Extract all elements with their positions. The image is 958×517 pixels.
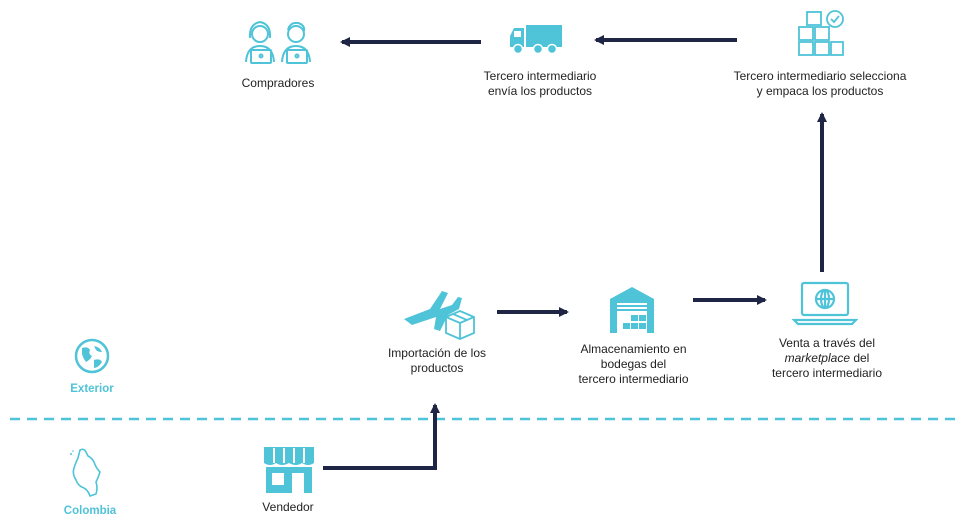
region-exterior-label: Exterior xyxy=(70,383,114,395)
node-importacion: Importación de los productos xyxy=(372,346,502,376)
plane-box-icon xyxy=(404,291,475,340)
region-colombia-label: Colombia xyxy=(63,505,117,517)
venta-line2-rest: del xyxy=(850,351,870,365)
node-vendedor: Vendedor xyxy=(238,500,338,515)
venta-line3: tercero intermediario xyxy=(771,366,883,380)
node-almacenamiento: Almacenamiento en bodegas del tercero in… xyxy=(566,342,701,387)
compradores-label: Compradores xyxy=(241,76,315,90)
node-selecciona: Tercero intermediario selecciona y empac… xyxy=(705,69,935,99)
node-compradores: Compradores xyxy=(218,76,338,91)
venta-line1: Venta a través del xyxy=(778,336,876,350)
envia-line2: envía los productos xyxy=(487,84,593,98)
node-envia: Tercero intermediario envía los producto… xyxy=(460,69,620,99)
selecciona-line1: Tercero intermediario selecciona xyxy=(733,69,907,83)
arrow-vendedor-importacion xyxy=(323,403,440,470)
almacenamiento-line2: bodegas del xyxy=(600,357,667,371)
boxes-check-icon xyxy=(798,10,844,56)
venta-marketplace: marketplace xyxy=(784,351,850,365)
colombia-map-icon xyxy=(70,448,101,498)
truck-icon xyxy=(510,25,562,55)
venta-line2: marketplace del xyxy=(752,351,902,366)
envia-line1: Tercero intermediario xyxy=(483,69,597,83)
almacenamiento-line1: Almacenamiento en xyxy=(580,342,687,356)
importacion-line1: Importación de los xyxy=(387,346,487,360)
selecciona-line2: y empaca los productos xyxy=(756,84,884,98)
almacenamiento-line3: tercero intermediario xyxy=(578,372,689,386)
buyers-icon xyxy=(245,20,311,64)
importacion-line2: productos xyxy=(410,361,464,375)
store-icon xyxy=(264,447,314,493)
laptop-globe-icon xyxy=(792,281,858,326)
warehouse-icon xyxy=(610,287,654,333)
globe-icon xyxy=(74,338,110,374)
vendedor-label: Vendedor xyxy=(262,500,314,514)
node-venta: Venta a través del marketplace del terce… xyxy=(752,336,902,381)
